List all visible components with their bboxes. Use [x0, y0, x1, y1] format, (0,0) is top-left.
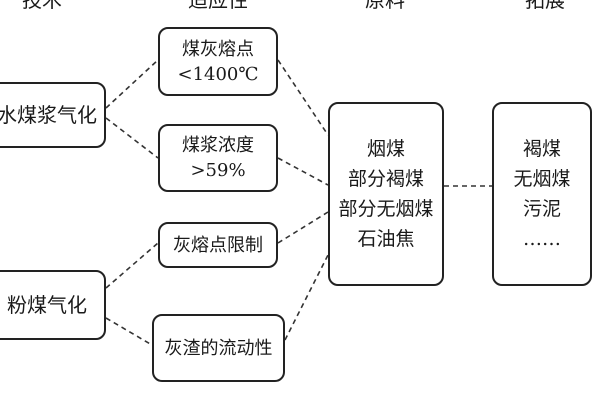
header-technology: 技术 [22, 0, 62, 12]
link-slag-fluidity-to-feedstock [284, 254, 329, 341]
adapt-slag-fluidity: 灰渣的流动性 [152, 314, 285, 382]
link-slurry-to-ash-melting [105, 59, 159, 109]
tech-slurry-gasification: 水煤浆气化 [0, 82, 106, 148]
concentration-label: 煤浆浓度 [182, 135, 254, 156]
ash-melting-label: 煤灰熔点 [182, 38, 254, 60]
slag-fluidity-label: 灰渣的流动性 [164, 337, 273, 359]
link-pulverized-to-slag-fluidity [105, 317, 153, 346]
header-adaptability: 适应性 [188, 0, 248, 12]
feedstock-item: 石油焦 [357, 228, 415, 250]
expansion-item: …… [523, 228, 561, 250]
link-ash-melting-to-feedstock [277, 59, 329, 136]
header-feedstock: 原料 [365, 0, 405, 12]
link-melting-limit-to-feedstock [277, 211, 329, 244]
ash-melting-value: <1400℃ [177, 63, 259, 85]
feedstock-item: 烟煤 [366, 138, 405, 160]
feedstock-item: 部分无烟煤 [338, 198, 434, 220]
expansion-box: 褐煤 无烟煤 污泥 …… [492, 102, 592, 286]
feedstock-item: 部分褐煤 [347, 168, 424, 190]
expansion-item: 褐煤 [522, 138, 561, 160]
melting-limit-label: 灰熔点限制 [173, 234, 263, 256]
header-expansion: 拓展 [525, 0, 565, 12]
tech-pulverized-gasification: 粉煤气化 [0, 270, 106, 340]
link-concentration-to-feedstock [277, 157, 329, 186]
adapt-ash-melting-point: 煤灰熔点 <1400℃ [158, 27, 278, 96]
feedstock-box: 烟煤 部分褐煤 部分无烟煤 石油焦 [328, 102, 444, 286]
tech-pulverized-label: 粉煤气化 [7, 293, 87, 317]
adapt-slurry-concentration: 煤浆浓度 >59% [158, 124, 278, 192]
link-pulverized-to-melting-limit [105, 242, 159, 289]
expansion-item: 无烟煤 [513, 168, 571, 190]
expansion-item: 污泥 [522, 198, 561, 220]
concentration-value: >59% [190, 160, 246, 181]
tech-slurry-label: 水煤浆气化 [0, 103, 97, 127]
link-slurry-to-concentration [105, 117, 159, 159]
adapt-melting-point-limit: 灰熔点限制 [158, 222, 278, 268]
